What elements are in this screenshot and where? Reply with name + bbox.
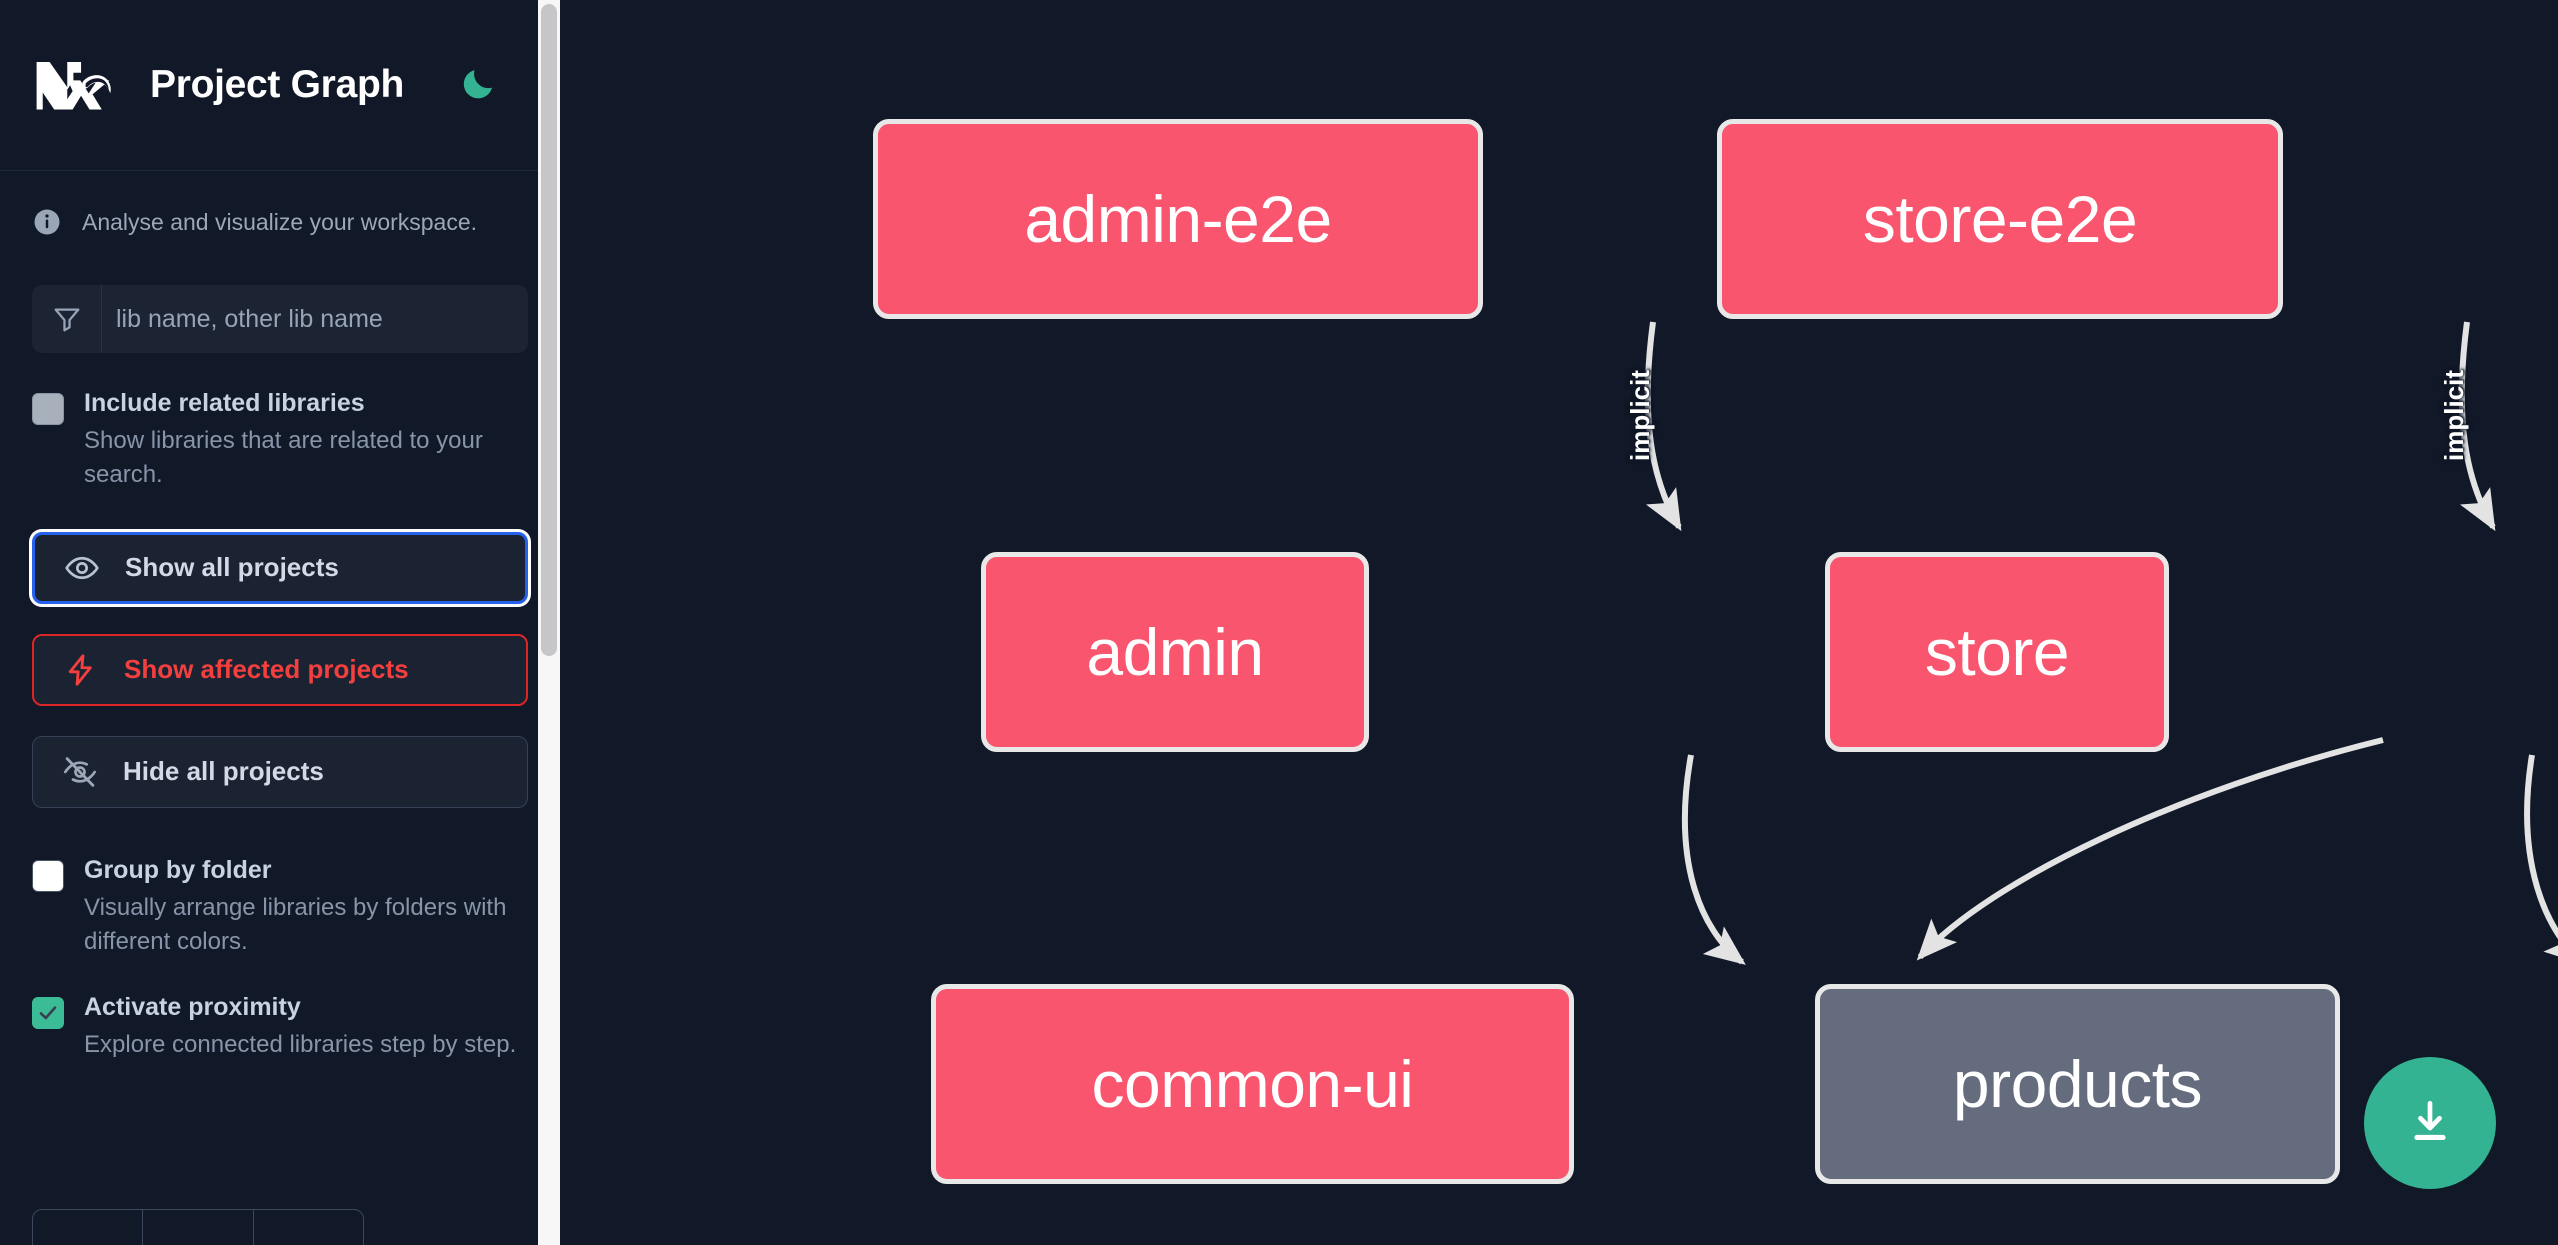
include-related-libraries-checkbox[interactable] [32,393,64,425]
graph-node-label: common-ui [1091,1047,1414,1121]
option-include-related-libraries[interactable]: Include related libraries Show libraries… [0,387,560,492]
moon-icon [458,64,498,107]
graph-node-admin-e2e[interactable]: admin-e2e [873,119,1483,319]
sidebar-header: Project Graph [0,0,560,171]
search-input[interactable] [102,285,528,353]
sidebar: Project Graph Analyse and visualize your… [0,0,560,1245]
edge-label-implicit-admin: implicit [1625,369,1656,462]
show-affected-projects-button[interactable]: Show affected projects [32,633,528,706]
info-circle-icon [32,207,62,237]
download-graph-button[interactable] [2364,1057,2496,1189]
show-all-projects-label: Show all projects [125,552,339,583]
search-wrap [0,285,560,353]
graph-node-admin[interactable]: admin [981,552,1369,752]
option-description: Explore connected libraries step by step… [84,1030,517,1058]
option-title: Include related libraries [84,389,365,417]
graph-node-products[interactable]: products [1815,984,2340,1184]
graph-node-label: store-e2e [1862,182,2138,256]
segment-2[interactable] [143,1210,254,1245]
option-texts: Activate proximity Explore connected lib… [84,991,528,1062]
option-texts: Include related libraries Show libraries… [84,387,528,492]
option-group-by-folder[interactable]: Group by folder Visually arrange librari… [0,854,560,959]
option-activate-proximity[interactable]: Activate proximity Explore connected lib… [0,991,560,1062]
show-all-projects-button[interactable]: Show all projects [32,531,528,604]
graph-node-label: products [1952,1047,2203,1121]
group-by-folder-checkbox[interactable] [32,859,64,892]
segment-1[interactable] [33,1210,144,1245]
download-icon [2402,1094,2458,1153]
graph-node-label: admin-e2e [1024,182,1332,256]
graph-node-store-e2e[interactable]: store-e2e [1717,119,2283,319]
theme-toggle-button[interactable] [456,63,500,107]
show-affected-projects-label: Show affected projects [124,654,409,685]
graph-node-common-ui[interactable]: common-ui [931,984,1574,1184]
segment-3[interactable] [254,1210,363,1245]
edge-store-to-common-ui [1916,737,2384,961]
eye-off-icon [61,753,99,791]
graph-action-buttons: Show all projects Show affected projects [0,531,560,808]
hide-all-projects-button[interactable]: Hide all projects [32,735,528,808]
edge-label-implicit-store: implicit [2439,369,2470,462]
option-description: Show libraries that are related to your … [84,426,483,488]
graph-node-label: store [1924,615,2070,689]
option-title: Activate proximity [84,992,301,1021]
lightning-bolt-icon [62,651,100,689]
eye-icon [63,549,101,587]
hide-all-projects-label: Hide all projects [123,756,324,787]
checkmark-icon [39,1006,57,1020]
filter-funnel-icon [32,285,102,353]
tagline-text: Analyse and visualize your workspace. [82,208,478,235]
sidebar-scrollbar-thumb[interactable] [541,4,557,656]
graph-node-store[interactable]: store [1825,552,2169,752]
app-title: Project Graph [150,63,404,106]
activate-proximity-checkbox[interactable] [32,996,64,1029]
tagline-row: Analyse and visualize your workspace. [0,171,560,237]
sidebar-scrollbar-track[interactable] [538,0,560,1245]
edge-store-to-products [2524,754,2558,966]
nx-logo-icon [32,54,124,116]
bottom-segmented-control[interactable] [32,1209,364,1245]
graph-node-label: admin [1086,615,1264,689]
option-texts: Group by folder Visually arrange librari… [84,854,528,959]
search-box[interactable] [32,285,528,353]
option-title: Group by folder [84,855,272,884]
option-description: Visually arrange libraries by folders wi… [84,893,507,955]
graph-canvas[interactable]: admin-e2e store-e2e admin store common-ui pro… [560,0,2558,1245]
edge-admin-to-common-ui [1682,754,1746,965]
